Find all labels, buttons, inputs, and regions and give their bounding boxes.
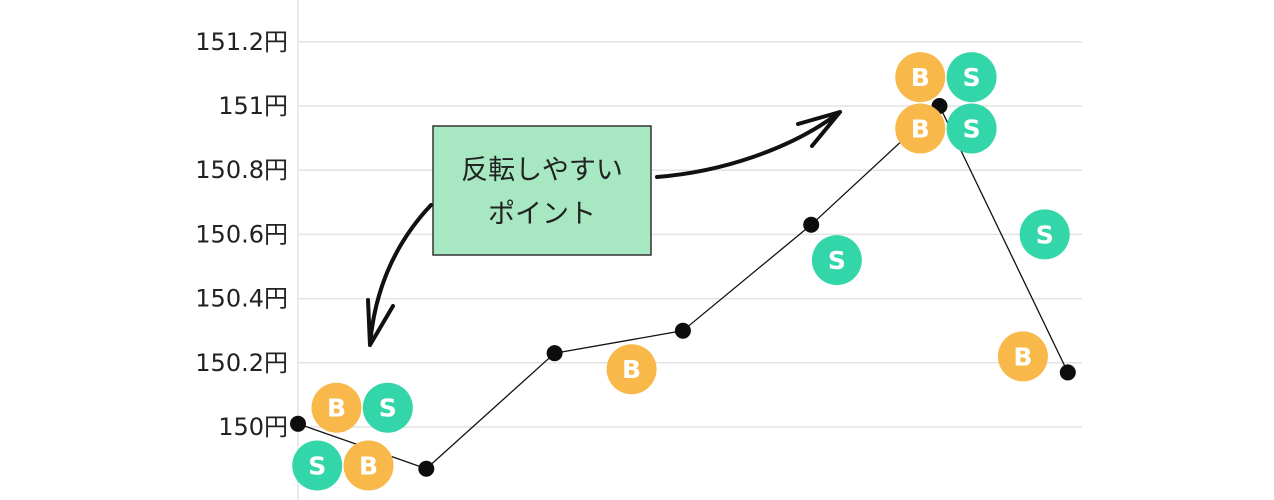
y-tick-label: 151.2円 <box>195 28 288 56</box>
marker-circle <box>343 440 394 491</box>
callout-box <box>432 125 652 256</box>
marker-label: S <box>963 114 981 143</box>
sell-marker: S <box>946 52 997 103</box>
callout-arrow-left <box>366 203 433 347</box>
buy-marker: B <box>997 331 1048 382</box>
marker-circle <box>811 235 862 286</box>
price-series <box>290 98 1076 477</box>
data-point <box>290 415 306 432</box>
marker-label: B <box>359 452 378 481</box>
sell-marker: S <box>292 440 343 491</box>
marker-label: B <box>1013 342 1032 371</box>
y-tick-label: 150.2円 <box>195 349 288 377</box>
marker-circle <box>362 382 413 433</box>
sell-marker: S <box>946 103 997 154</box>
grid-lines <box>298 41 1082 428</box>
buy-marker: B <box>311 382 362 433</box>
marker-label: B <box>911 63 930 92</box>
marker-label: S <box>379 394 397 423</box>
marker-circle <box>946 103 997 154</box>
callout-arrow-right <box>655 110 842 179</box>
marker-label: S <box>308 452 326 481</box>
marker-circle <box>1019 209 1070 260</box>
marker-circle <box>606 344 657 395</box>
callout-line-2: ポイント <box>488 199 596 230</box>
marker-circle <box>997 331 1048 382</box>
marker-circle <box>895 52 946 103</box>
y-axis-ticks: 150円 150.2円 150.4円 150.6円 150.8円 151円 151.2円 <box>195 28 288 441</box>
buy-marker: B <box>895 52 946 103</box>
marker-label: B <box>911 114 930 143</box>
y-tick-label: 150.8円 <box>195 156 288 184</box>
marker-label: S <box>963 63 981 92</box>
marker-label: S <box>1036 220 1054 249</box>
series-line <box>297 104 1069 470</box>
y-tick-label: 150.4円 <box>195 285 288 313</box>
marker-circle <box>946 52 997 103</box>
buy-marker: B <box>895 103 946 154</box>
sell-marker: S <box>1019 209 1070 260</box>
marker-circle <box>311 382 362 433</box>
marker-label: S <box>828 246 846 275</box>
callout: 反転しやすい ポイント <box>432 125 652 256</box>
y-tick-label: 151円 <box>218 92 288 120</box>
sell-marker: S <box>362 382 413 433</box>
marker-circle <box>292 440 343 491</box>
callout-line-1: 反転しやすい <box>461 155 623 186</box>
data-point <box>546 345 563 362</box>
sell-marker: S <box>811 235 862 286</box>
marker-label: B <box>327 394 346 423</box>
data-point <box>803 216 820 233</box>
marker-circle <box>895 103 946 154</box>
data-point <box>674 322 691 339</box>
buy-marker: B <box>343 440 394 491</box>
buy-marker: B <box>606 344 657 395</box>
marker-label: B <box>622 355 641 384</box>
y-tick-label: 150円 <box>218 413 288 441</box>
y-tick-label: 150.6円 <box>195 220 288 248</box>
data-point <box>418 460 435 477</box>
data-point <box>1059 364 1076 381</box>
